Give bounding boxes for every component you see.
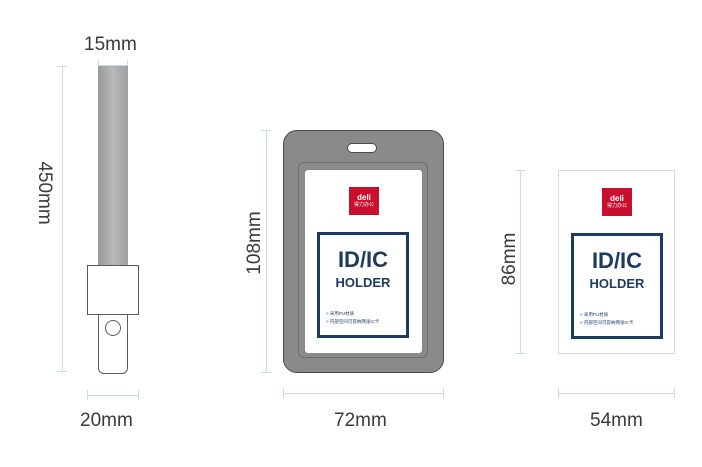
strap-width-label: 15mm [84,34,137,55]
strap-width-line [98,65,128,66]
card-note-2: > 内部空间可容纳两张IC卡 [326,319,380,324]
holder-width-line [283,393,444,394]
brand-logo: deli 得力办公 [349,187,379,215]
lanyard-buckle [87,265,139,315]
holder-card: deli 得力办公 ID/IC HOLDER > 采用PU材质 > 内部空间可容… [305,170,422,353]
holder-width-label: 72mm [334,410,387,431]
card-note-1: > 采用PU材质 [326,311,355,316]
strap-length-label: 450mm [34,161,55,225]
id-card: deli 得力办公 ID/IC HOLDER > 采用PU材质 > 内部空间可容… [558,170,675,354]
card-height-label: 86mm [499,232,520,286]
clip-width-label: 20mm [80,410,133,431]
card-note-1: > 采用PU材质 [580,312,609,317]
holder-window-edge [298,162,428,358]
holder-lanyard-slot [347,143,377,153]
card-title-line1: ID/IC [337,247,389,272]
clip-width-line [87,395,139,396]
id-ic-frame: ID/IC HOLDER > 采用PU材质 > 内部空间可容纳两张IC卡 [317,232,409,338]
card-title-line2: HOLDER [335,275,391,290]
id-ic-frame: ID/IC HOLDER > 采用PU材质 > 内部空间可容纳两张IC卡 [571,233,663,339]
lanyard-strap [98,66,128,266]
brand-logo: deli 得力办公 [602,188,632,216]
strap-length-line [62,66,63,372]
holder-height-line [266,130,267,373]
clip-hole [105,320,121,336]
card-note-2: > 内部空间可容纳两张IC卡 [580,320,634,325]
card-height-line [520,170,521,354]
card-width-label: 54mm [590,410,643,431]
card-width-line [558,393,675,394]
card-title-line2: HOLDER [589,276,645,291]
holder-height-label: 108mm [244,211,265,275]
card-title-line1: ID/IC [591,248,643,273]
